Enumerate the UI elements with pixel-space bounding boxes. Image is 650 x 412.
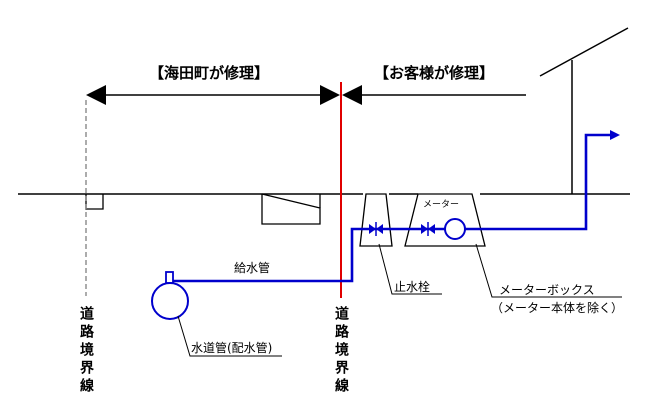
water-main-leader: [177, 315, 282, 357]
customer-arrow-left: [342, 85, 362, 105]
supply-pipe-label: 給水管: [234, 260, 270, 275]
pipe-flow-arrow: [610, 130, 620, 140]
main-riser: [165, 271, 174, 284]
stop-valve-icon: [369, 222, 383, 236]
house-roof: [539, 27, 629, 77]
right-boundary-label: 道路境界線: [333, 305, 349, 396]
road-curb: [261, 193, 321, 225]
left-boundary-box: [85, 194, 104, 210]
water-meter-icon: [444, 218, 466, 240]
customer-repair-heading: 【お客様が修理】: [374, 64, 494, 82]
left-boundary-label: 道路境界線: [78, 305, 94, 396]
stop-valve-box: [359, 193, 393, 247]
meter-label: メーター: [423, 199, 459, 210]
stop-valve-leader: [378, 243, 442, 295]
water-main-label: 水道管(配水管): [191, 340, 272, 355]
meter-valve-icon: [421, 222, 435, 236]
meter-box-label: メーターボックス: [499, 283, 595, 297]
meter-box-leader: [475, 243, 622, 298]
town-arrow-left: [86, 85, 106, 105]
meter-box-note: （メーター本体を除く）: [491, 300, 623, 315]
town-arrow-right: [320, 85, 340, 105]
stop-valve-label: 止水栓: [394, 279, 430, 294]
water-main-pipe: [151, 282, 189, 320]
town-repair-heading: 【海田町が修理】: [149, 64, 269, 82]
